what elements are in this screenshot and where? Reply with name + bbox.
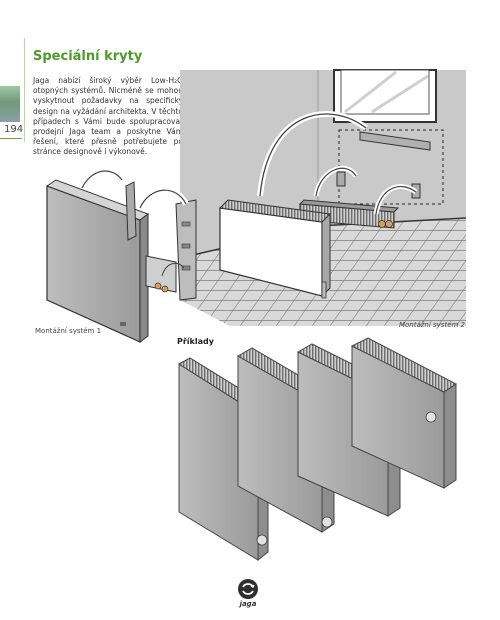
page-number-rule — [0, 138, 22, 139]
caption-mounting-system-2: Montážní systém 2 — [398, 321, 465, 329]
mounting-system-1 — [45, 168, 197, 343]
jaga-logo: jaga — [235, 578, 261, 612]
example-covers — [178, 337, 457, 562]
example-cover-4 — [350, 337, 457, 489]
intro-paragraph: Jaga nabízí široký výběr Low-H₂O otopnýc… — [33, 76, 183, 157]
page-title: Speciální kryty — [33, 49, 143, 64]
examples-heading: Příklady — [177, 337, 214, 346]
logo-icon — [238, 579, 258, 599]
wall-bracket — [336, 171, 346, 187]
caption-mounting-system-1: Montážní systém 1 — [35, 327, 102, 335]
wall-rail — [359, 131, 431, 151]
section-thumbnail-image — [0, 86, 20, 122]
page-number: 194 — [4, 124, 24, 135]
margin-rule — [24, 38, 25, 142]
logo-text: jaga — [239, 600, 257, 608]
room-scene — [179, 69, 467, 326]
radiator-cover-in-room — [218, 199, 332, 299]
window — [333, 69, 437, 123]
